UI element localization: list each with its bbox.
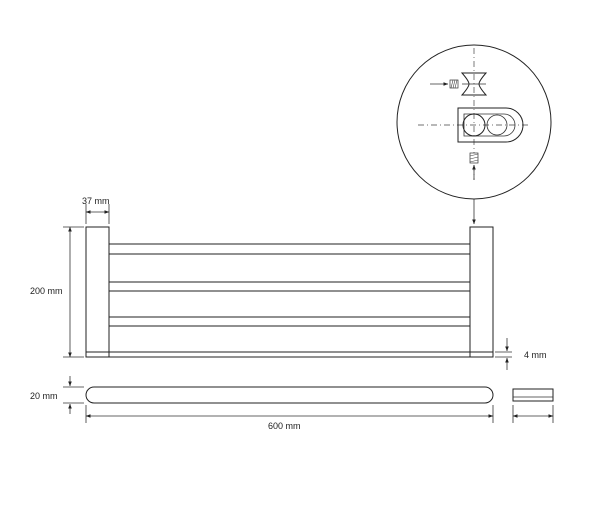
set-screw-left bbox=[430, 79, 459, 89]
dim-bar-thickness: 20 mm bbox=[30, 376, 84, 414]
side-profile bbox=[512, 388, 554, 402]
bottom-plate bbox=[85, 351, 494, 358]
dim-plate-thickness-label: 4 mm bbox=[524, 350, 547, 360]
dim-length: 600 mm bbox=[85, 405, 494, 431]
shelf-bar-top bbox=[108, 243, 471, 255]
shelf-bar-middle bbox=[108, 281, 471, 292]
plan-view bbox=[85, 386, 554, 404]
right-wall-post bbox=[469, 226, 494, 358]
left-wall-post bbox=[85, 226, 110, 358]
set-screw-bottom bbox=[469, 152, 479, 180]
detail-view bbox=[396, 44, 552, 225]
dim-bar-width: 37 mm bbox=[82, 196, 110, 224]
plan-bar bbox=[85, 386, 494, 404]
front-view bbox=[85, 226, 494, 358]
bracket-body bbox=[457, 107, 524, 143]
dim-length-label: 600 mm bbox=[268, 421, 301, 431]
dim-bar-width-label: 37 mm bbox=[82, 196, 110, 206]
dim-height: 200 mm bbox=[30, 226, 84, 358]
clamp-part bbox=[460, 72, 488, 96]
shelf-bar-bottom bbox=[108, 316, 471, 327]
dim-plate-thickness: 4 mm bbox=[495, 338, 547, 370]
dim-height-label: 200 mm bbox=[30, 286, 63, 296]
dim-bar-thickness-label: 20 mm bbox=[30, 391, 58, 401]
dim-side-profile bbox=[512, 405, 554, 423]
